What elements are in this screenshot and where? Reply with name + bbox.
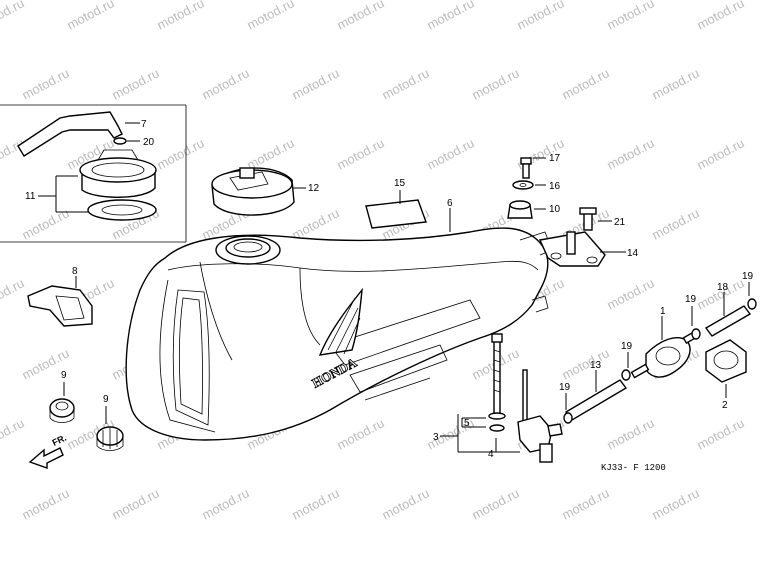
front-direction-indicator: FR.: [28, 433, 68, 469]
filter-holder-part-2[interactable]: [705, 339, 747, 398]
watermark-text: motod.ru: [559, 65, 611, 102]
callout-7: 7: [141, 119, 147, 130]
callout-10: 10: [549, 204, 561, 215]
callout-6: 6: [447, 198, 453, 209]
callout-2: 2: [722, 400, 728, 411]
fuel-filter-part-1[interactable]: [630, 316, 700, 379]
watermark-text: motod.ru: [694, 135, 746, 172]
watermark-text: motod.ru: [289, 485, 341, 522]
watermark-text: motod.ru: [109, 485, 161, 522]
callout-9-right: 9: [103, 394, 109, 405]
callout-11: 11: [25, 191, 36, 202]
watermark-text: motod.ru: [379, 485, 431, 522]
watermark-text: motod.ru: [244, 0, 296, 33]
damper-part-8[interactable]: [27, 276, 93, 327]
watermark-text: motod.ru: [469, 65, 521, 102]
callout-8: 8: [72, 266, 78, 277]
washer-part-16[interactable]: [512, 180, 546, 190]
callout-4: 4: [488, 449, 494, 460]
watermark-text: motod.ru: [19, 485, 71, 522]
callout-19-b: 19: [621, 341, 633, 352]
breather-hose-part-7[interactable]: [17, 111, 140, 157]
watermark-text: motod.ru: [424, 0, 476, 33]
fuel-hose-part-18[interactable]: [704, 292, 752, 337]
watermark-text: motod.ru: [199, 65, 251, 102]
callout-19-a: 19: [559, 382, 571, 393]
watermark-text: motod.ru: [154, 135, 206, 172]
watermark-text: motod.ru: [649, 65, 701, 102]
watermark-text: motod.ru: [109, 65, 161, 102]
callout-19-c: 19: [685, 294, 697, 305]
bracket-part-14[interactable]: [538, 231, 622, 267]
callout-18: 18: [717, 282, 729, 293]
watermark-text: motod.ru: [604, 0, 656, 33]
clip-part-20[interactable]: [113, 137, 140, 145]
fuel-cap-part-12[interactable]: [211, 167, 306, 216]
fuel-tank[interactable]: HONDA: [125, 227, 553, 441]
callout-1: 1: [660, 306, 666, 317]
watermark-text: motod.ru: [424, 135, 476, 172]
watermark-text: motod.ru: [694, 0, 746, 33]
watermark-text: motod.ru: [0, 0, 27, 33]
clip-part-19-c[interactable]: [691, 306, 701, 340]
inset-box: [0, 104, 187, 243]
bolt-part-17[interactable]: [520, 157, 546, 179]
front-indicator-label: FR.: [51, 433, 68, 448]
label-sticker-part-15[interactable]: [365, 190, 427, 229]
watermark-text: motod.ru: [244, 135, 296, 172]
watermark-text: motod.ru: [64, 0, 116, 33]
watermark-text: motod.ru: [379, 65, 431, 102]
diagram-code: KJ33- F 1200: [601, 463, 666, 473]
watermark-text: motod.ru: [334, 135, 386, 172]
watermark-text: motod.ru: [334, 0, 386, 33]
callout-14: 14: [627, 248, 639, 259]
filler-cap-assembly-part-11[interactable]: [38, 149, 157, 221]
callout-15: 15: [394, 178, 406, 189]
callout-9-left: 9: [61, 370, 67, 381]
watermark-text: motod.ru: [0, 415, 27, 452]
watermark-text: motod.ru: [694, 275, 746, 312]
watermark-text: motod.ru: [154, 0, 206, 33]
bolt-part-21[interactable]: [579, 207, 612, 231]
watermark-text: motod.ru: [604, 415, 656, 452]
watermark-text: motod.ru: [694, 415, 746, 452]
watermark-text: motod.ru: [604, 135, 656, 172]
watermark-text: motod.ru: [649, 205, 701, 242]
watermark-text: motod.ru: [289, 65, 341, 102]
callout-5: 5: [464, 418, 470, 429]
callout-16: 16: [549, 181, 561, 192]
watermark-text: motod.ru: [514, 0, 566, 33]
grommet-part-9-right[interactable]: [96, 406, 124, 451]
grommet-part-9-left[interactable]: [49, 382, 75, 423]
watermark-text: motod.ru: [649, 485, 701, 522]
watermark-text: motod.ru: [199, 485, 251, 522]
callout-20: 20: [143, 137, 155, 148]
callout-17: 17: [549, 153, 561, 164]
watermark-text: motod.ru: [19, 205, 71, 242]
watermark-text: motod.ru: [469, 485, 521, 522]
clip-part-19-a[interactable]: [563, 393, 573, 424]
clip-part-19-d[interactable]: [747, 282, 757, 310]
watermark-text: motod.ru: [19, 65, 71, 102]
watermark-text: motod.ru: [559, 485, 611, 522]
watermark-text: motod.ru: [0, 275, 27, 312]
watermark-text: motod.ru: [334, 415, 386, 452]
callout-3: 3: [433, 432, 439, 443]
clip-part-19-b[interactable]: [621, 352, 631, 381]
watermark-text: motod.ru: [604, 275, 656, 312]
fuel-valve-assembly-part-3[interactable]: [440, 333, 563, 463]
callout-12: 12: [308, 183, 320, 194]
callout-19-d: 19: [742, 271, 754, 282]
callout-13: 13: [590, 360, 602, 371]
callout-labels: 1 2 3 4 5 6 7 8 9 9 10 11 12 13 14 15 16…: [25, 119, 754, 460]
watermark-text: motod.ru: [559, 345, 611, 382]
damper-part-10[interactable]: [507, 200, 546, 219]
callout-21: 21: [614, 217, 626, 228]
